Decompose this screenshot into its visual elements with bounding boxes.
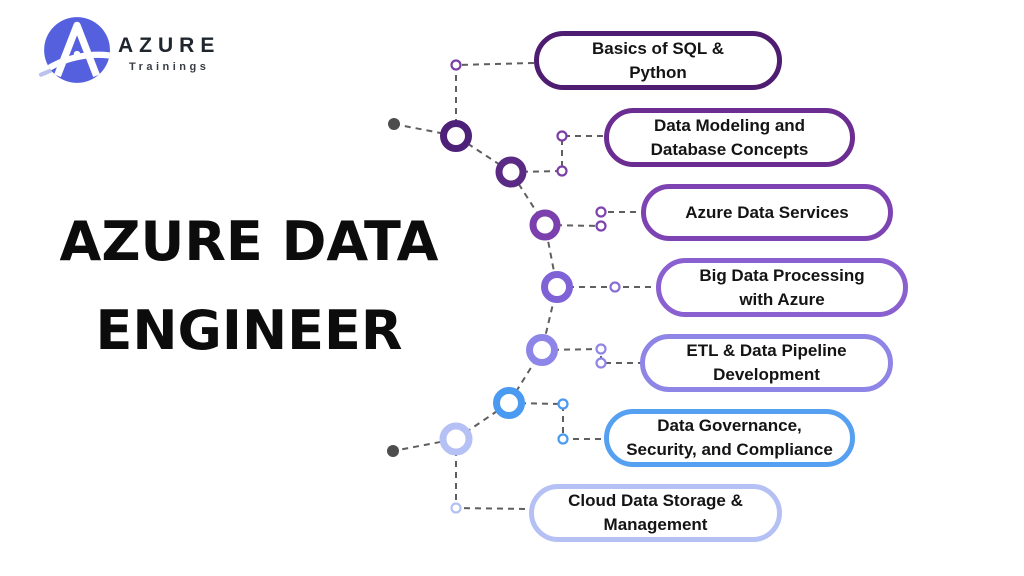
connector-topic-6 xyxy=(508,402,604,440)
timeline-node-5 xyxy=(526,334,558,366)
page-title-line2: ENGINEER xyxy=(95,299,403,362)
timeline-node-6 xyxy=(493,387,525,419)
connector-ring-1 xyxy=(450,59,462,71)
topic-pill-big-data-processing-with-azure: Big Data Processing with Azure xyxy=(656,258,908,317)
connector-topic-3 xyxy=(544,211,641,228)
topic-pill-azure-data-services: Azure Data Services xyxy=(641,184,893,241)
connector-ring-2b xyxy=(556,165,568,177)
brand-logo: AZURE Trainings xyxy=(38,14,221,86)
connector-ring-7 xyxy=(450,502,462,514)
connector-topic-2 xyxy=(510,135,604,173)
connector-topic-5 xyxy=(541,347,640,364)
topic-pill-basics-of-sql-and-python: Basics of SQL & Python xyxy=(534,31,782,90)
topic-pill-data-modeling-and-database-concepts: Data Modeling and Database Concepts xyxy=(604,108,855,167)
timeline-node-7 xyxy=(439,422,473,456)
timeline-node-1 xyxy=(440,120,472,152)
brand-name: AZURE xyxy=(118,33,221,57)
timeline-node-2 xyxy=(495,156,527,188)
timeline-node-4 xyxy=(541,271,573,303)
connector-ring-5b xyxy=(595,357,607,369)
connector-ring-3a xyxy=(595,206,607,218)
timeline-endpoint-dot-bottom xyxy=(387,445,399,457)
topic-pill-data-governance-security-compliance: Data Governance, Security, and Complianc… xyxy=(604,409,855,467)
topic-pill-etl-and-data-pipeline-development: ETL & Data Pipeline Development xyxy=(640,334,893,392)
connector-topic-1 xyxy=(455,62,535,136)
timeline-endpoint-dot-top xyxy=(388,118,400,130)
timeline-node-3 xyxy=(529,209,561,241)
page-title-line1: AZURE DATA xyxy=(59,210,439,273)
connector-ring-6b xyxy=(557,433,569,445)
connector-ring-4 xyxy=(609,281,621,293)
topic-pill-cloud-data-storage-and-management: Cloud Data Storage & Management xyxy=(529,484,782,542)
brand-tagline: Trainings xyxy=(128,60,210,73)
azure-trainings-logo-icon xyxy=(38,17,110,83)
connector-ring-5a xyxy=(595,343,607,355)
connector-ring-3b xyxy=(595,220,607,232)
connector-ring-2a xyxy=(556,130,568,142)
page-title: AZURE DATA ENGINEER xyxy=(28,197,470,375)
connector-ring-6a xyxy=(557,398,569,410)
